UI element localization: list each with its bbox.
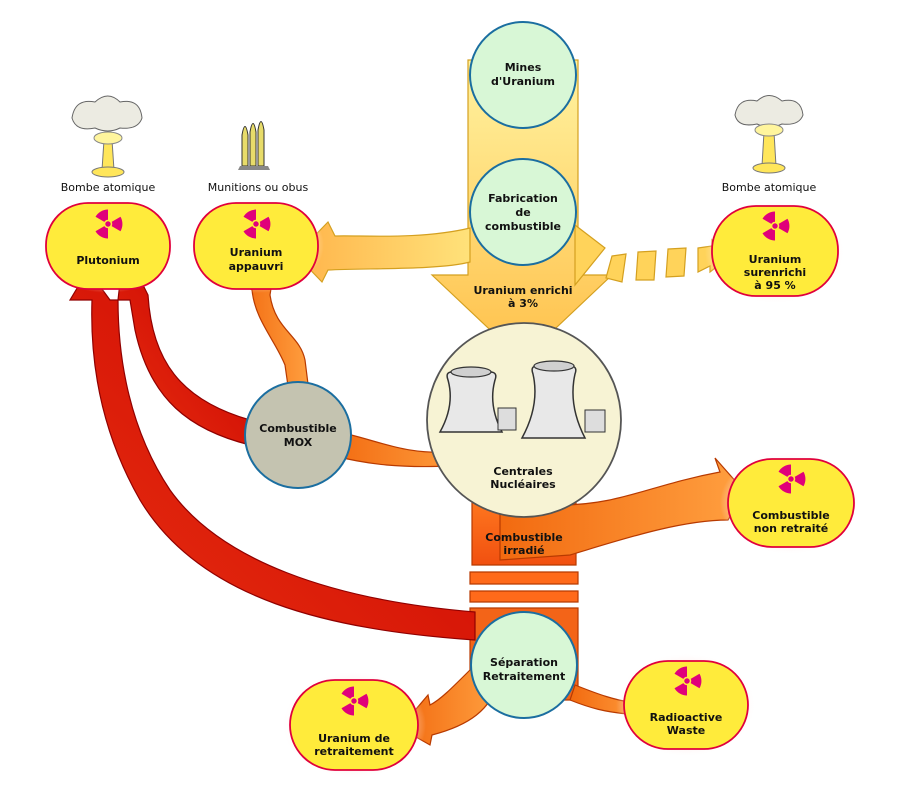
mushroom-cloud-icon	[734, 95, 804, 174]
reprocessed-uranium-node: Uranium de retraitement	[282, 671, 426, 779]
orange-arrow-depleted-to-mox	[238, 260, 311, 401]
bomb-right-label: Bombe atomique	[722, 181, 817, 194]
separation-node: Séparation Retraitement	[470, 611, 578, 719]
orange-arrow-to-unprocessed	[499, 457, 746, 561]
mines-node: Mines d'Uranium	[469, 21, 577, 129]
fabrication-label-1: Fabrication	[488, 192, 558, 205]
separation-label-1: Séparation	[490, 656, 558, 669]
waste-label-1: Radioactive	[650, 711, 723, 724]
waste-label-2: Waste	[667, 724, 705, 737]
unprocessed-fuel-node: Combustible non retraité	[720, 451, 860, 555]
munitions-label: Munitions ou obus	[208, 181, 309, 194]
enriched-label-1: Uranium enrichi	[473, 284, 572, 297]
fabrication-label-2: de	[515, 206, 530, 219]
red-arrow-plutonium-to-mox	[117, 274, 251, 446]
mushroom-cloud-icon	[71, 95, 143, 178]
mox-label-1: Combustible	[259, 422, 336, 435]
dashed-arrow-to-highly-enriched	[605, 238, 729, 283]
plutonium-node: Plutonium	[40, 197, 176, 293]
bullets-icon	[238, 121, 270, 170]
reprocessed-label-2: retraitement	[314, 745, 394, 758]
enriched-label: Uranium enrichi à 3%	[473, 284, 572, 310]
fabrication-label-3: combustible	[485, 220, 561, 233]
nuclear-plant-node: Centrales Nucléaires	[426, 322, 622, 518]
highly-enriched-label-3: à 95 %	[754, 279, 795, 292]
mox-node: Combustible MOX	[244, 381, 352, 489]
irradiated-label: Combustible irradié	[485, 531, 562, 557]
irradiated-label-2: irradié	[503, 544, 544, 557]
radioactive-waste-node: Radioactive Waste	[616, 653, 756, 757]
unprocessed-label-1: Combustible	[752, 509, 829, 522]
depleted-label-2: appauvri	[229, 260, 284, 273]
fabrication-node: Fabrication de combustible	[469, 158, 577, 266]
mox-label-2: MOX	[284, 436, 313, 449]
depleted-label-1: Uranium	[230, 246, 283, 259]
reprocessed-label-1: Uranium de	[318, 732, 390, 745]
irradiated-label-1: Combustible	[485, 531, 562, 544]
plutonium-label: Plutonium	[76, 254, 139, 267]
depleted-uranium-node: Uranium appauvri	[188, 197, 324, 293]
plant-label-2: Nucléaires	[490, 478, 556, 491]
bomb-left-label: Bombe atomique	[61, 181, 156, 194]
unprocessed-label-2: non retraité	[754, 522, 829, 535]
plant-label-1: Centrales	[493, 465, 553, 478]
cooling-tower-icon	[438, 360, 606, 439]
orange-segment-1	[469, 571, 579, 585]
mines-label-1: Mines	[505, 61, 542, 74]
highly-enriched-node: Uranium surenrichi à 95 %	[705, 200, 845, 304]
highly-enriched-label-2: surenrichi	[744, 266, 806, 279]
yellow-arrow-right-stub	[574, 223, 606, 287]
mines-label-2: d'Uranium	[491, 75, 555, 88]
orange-segment-2	[469, 590, 579, 603]
enriched-label-2: à 3%	[508, 297, 538, 310]
separation-label-2: Retraitement	[483, 670, 566, 683]
highly-enriched-label-1: Uranium	[749, 253, 802, 266]
